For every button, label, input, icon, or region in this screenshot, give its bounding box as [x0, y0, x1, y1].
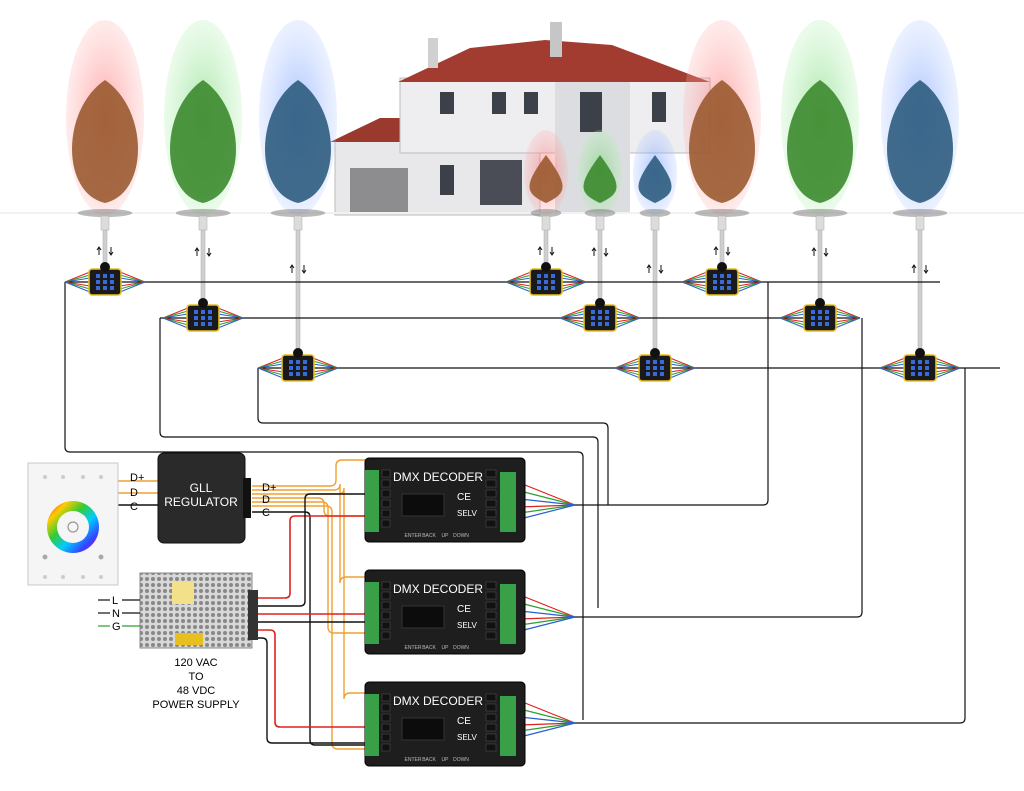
decoder-button-back[interactable]: BACK [422, 533, 436, 539]
tree-post [911, 215, 929, 366]
brightness-icon[interactable] [42, 554, 48, 560]
selv-label: SELV [457, 509, 478, 518]
up-arrow-icon [194, 247, 200, 256]
junction-box [257, 348, 339, 382]
decoder-title: DMX DECODER [393, 582, 483, 596]
junction-box [505, 262, 587, 296]
ce-mark: CE [457, 716, 471, 727]
tree-green [578, 130, 622, 217]
panel-terminal-d: D [130, 487, 138, 499]
regulator-terminal-d: D [262, 494, 270, 506]
tree-green [164, 20, 242, 217]
decoder-button-up[interactable]: UP [442, 757, 450, 763]
junction-box [614, 348, 696, 382]
decoder-button-down[interactable]: DOWN [453, 645, 469, 651]
tree-posts [96, 215, 929, 366]
power-icon[interactable] [67, 521, 79, 533]
regulator[interactable]: GLL REGULATOR D+ D C [157, 452, 276, 544]
tree-green [781, 20, 859, 217]
down-arrow-icon [823, 248, 829, 257]
psu-caption-4: POWER SUPPLY [152, 699, 240, 711]
junction-boxes [64, 262, 961, 382]
up-arrow-icon [591, 247, 597, 256]
decoder-button-back[interactable]: BACK [422, 757, 436, 763]
up-arrow-icon [289, 264, 295, 273]
tree-blue [259, 20, 337, 217]
down-arrow-icon [301, 265, 307, 274]
power-supply[interactable]: L N G 120 VAC TO 48 VDC POWER SUPPLY [98, 572, 258, 711]
psu-input-l: L [112, 595, 118, 607]
decoder-button-enter[interactable]: ENTER [405, 645, 422, 651]
tree-blue [881, 20, 959, 217]
decoder-button-up[interactable]: UP [442, 645, 450, 651]
up-arrow-icon [537, 246, 543, 255]
selv-label: SELV [457, 733, 478, 742]
decoder-title: DMX DECODER [393, 694, 483, 708]
down-arrow-icon [549, 247, 555, 256]
down-arrow-icon [603, 248, 609, 257]
decoder-title: DMX DECODER [393, 470, 483, 484]
tree-post [537, 215, 555, 269]
tree-red [524, 130, 568, 217]
regulator-terminal-dplus: D+ [262, 482, 276, 494]
tree-red [66, 20, 144, 217]
decoder-button-enter[interactable]: ENTER [405, 533, 422, 539]
down-arrow-icon [206, 248, 212, 257]
tree-row [66, 20, 959, 217]
junction-box [681, 262, 763, 296]
tree-post [713, 215, 731, 269]
junction-box [64, 262, 146, 296]
house [0, 22, 1024, 216]
tree-post [96, 215, 114, 269]
tree-red [683, 20, 761, 217]
up-arrow-icon [96, 246, 102, 255]
junction-box [559, 298, 641, 332]
decoder-display [401, 717, 445, 741]
down-arrow-icon [108, 247, 114, 256]
up-arrow-icon [811, 247, 817, 256]
regulator-terminal-c: C [262, 507, 270, 519]
psu-caption-3: 48 VDC [177, 685, 216, 697]
junction-box [779, 298, 861, 332]
tree-post [289, 215, 307, 366]
junction-box [879, 348, 961, 382]
psu-input-n: N [112, 608, 120, 620]
psu-caption-1: 120 VAC [174, 657, 217, 669]
wiring [64, 281, 1000, 750]
tree-post [646, 215, 664, 366]
up-arrow-icon [646, 264, 652, 273]
ce-mark: CE [457, 604, 471, 615]
decoder-button-up[interactable]: UP [442, 533, 450, 539]
up-arrow-icon [911, 264, 917, 273]
decoder-button-down[interactable]: DOWN [453, 757, 469, 763]
junction-box [162, 298, 244, 332]
down-arrow-icon [923, 265, 929, 274]
psu-input-g: G [112, 621, 121, 633]
selv-label: SELV [457, 621, 478, 630]
decoder-button-back[interactable]: BACK [422, 645, 436, 651]
decoder-display [401, 605, 445, 629]
up-arrow-icon [713, 246, 719, 255]
regulator-name-2: REGULATOR [164, 495, 238, 509]
down-arrow-icon [725, 247, 731, 256]
psu-caption-2: TO [188, 671, 204, 683]
wall-panel[interactable]: D+ D C [27, 462, 144, 586]
mode-icon[interactable] [98, 554, 104, 560]
down-arrow-icon [658, 265, 664, 274]
regulator-name-1: GLL [190, 481, 213, 495]
panel-terminal-c: C [130, 501, 138, 513]
decoder-display [401, 493, 445, 517]
decoder-button-enter[interactable]: ENTER [405, 757, 422, 763]
ce-mark: CE [457, 492, 471, 503]
decoder-button-down[interactable]: DOWN [453, 533, 469, 539]
tree-blue [633, 130, 677, 217]
panel-terminal-dplus: D+ [130, 472, 144, 484]
